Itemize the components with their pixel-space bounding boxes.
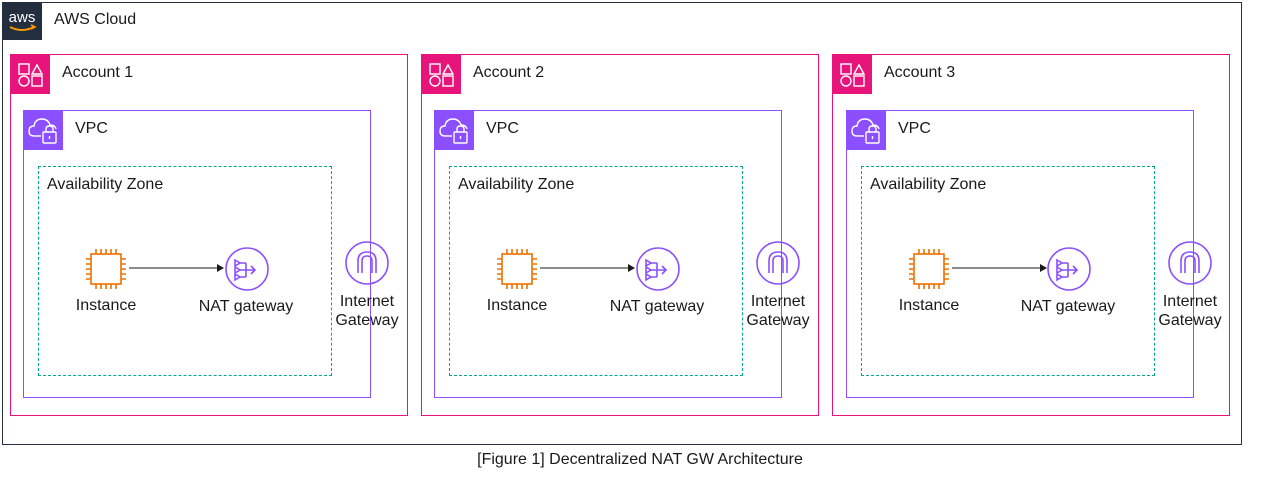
vpc-cloud-lock-icon [23, 110, 63, 150]
nat-gateway-icon [224, 246, 270, 292]
account-2-group [421, 54, 819, 416]
instance-label: Instance [898, 297, 960, 314]
internet-gateway-icon [344, 240, 390, 286]
availability-zone-label: Availability Zone [458, 176, 575, 193]
internet-gateway-icon [1167, 240, 1213, 286]
ec2-instance-icon [906, 246, 952, 292]
nat-gateway-label: NAT gateway [1020, 298, 1116, 315]
internet-gateway-label-line2: Gateway [1158, 312, 1222, 329]
account-label: Account 1 [62, 64, 134, 81]
ec2-instance-icon [83, 246, 129, 292]
availability-zone-group [861, 166, 1155, 376]
account-icon [832, 54, 872, 94]
vpc-group [23, 110, 371, 398]
aws-logo-icon: aws [2, 2, 42, 40]
internet-gateway-label: Internet Gateway [741, 292, 815, 330]
nat-gateway-icon [1046, 246, 1092, 292]
vpc-cloud-lock-icon [434, 110, 474, 150]
ec2-instance-icon [494, 246, 540, 292]
nat-gateway-icon [635, 246, 681, 292]
account-icon [10, 54, 50, 94]
internet-gateway-icon [755, 240, 801, 286]
availability-zone-label: Availability Zone [870, 176, 987, 193]
internet-gateway-label-line2: Gateway [335, 312, 399, 329]
availability-zone-label: Availability Zone [47, 176, 164, 193]
internet-gateway-label-line2: Gateway [746, 312, 810, 329]
internet-gateway-label: Internet Gateway [1153, 292, 1227, 330]
aws-cloud-label: AWS Cloud [54, 11, 137, 28]
availability-zone-group [449, 166, 743, 376]
nat-gateway-label: NAT gateway [198, 298, 294, 315]
account-3-group [832, 54, 1230, 416]
account-icon [421, 54, 461, 94]
aws-cloud-group [2, 2, 1242, 445]
account-label: Account 2 [473, 64, 545, 81]
instance-to-nat-arrow [129, 262, 226, 274]
availability-zone-group [38, 166, 332, 376]
vpc-label: VPC [75, 120, 108, 137]
internet-gateway-label-line1: Internet [339, 293, 395, 310]
vpc-label: VPC [898, 120, 931, 137]
vpc-label: VPC [486, 120, 519, 137]
internet-gateway-label-line1: Internet [750, 293, 806, 310]
instance-label: Instance [75, 297, 137, 314]
vpc-group [846, 110, 1194, 398]
instance-to-nat-arrow [952, 262, 1049, 274]
vpc-cloud-lock-icon [846, 110, 886, 150]
account-label: Account 3 [884, 64, 956, 81]
instance-to-nat-arrow [540, 262, 637, 274]
account-1-group [10, 54, 408, 416]
instance-label: Instance [486, 297, 548, 314]
internet-gateway-label: Internet Gateway [330, 292, 404, 330]
vpc-group [434, 110, 782, 398]
figure-caption: [Figure 1] Decentralized NAT GW Architec… [477, 451, 803, 468]
svg-text:aws: aws [9, 9, 36, 26]
nat-gateway-label: NAT gateway [609, 298, 705, 315]
internet-gateway-label-line1: Internet [1162, 293, 1218, 310]
